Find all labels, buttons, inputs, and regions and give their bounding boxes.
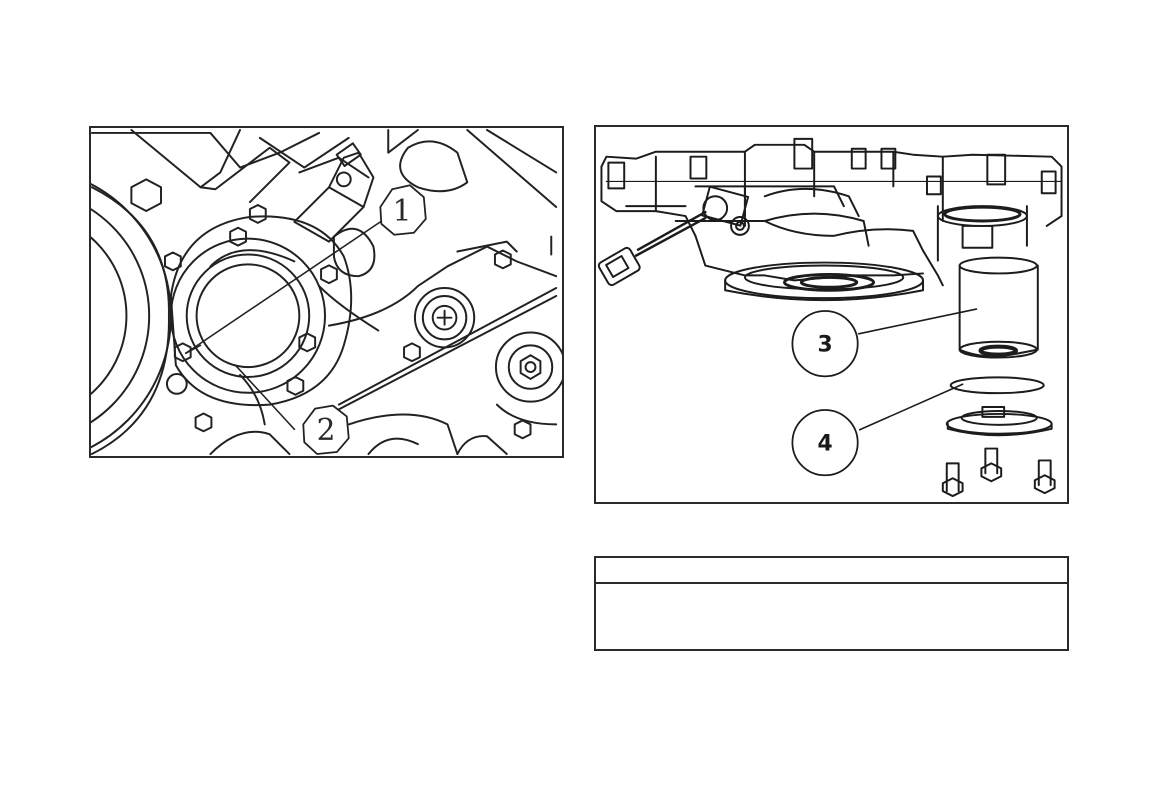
figure-left-engine-cover: 1 2 [89, 126, 564, 458]
cover-bolts-icon [941, 447, 1056, 498]
callout-4-marker: 4 [791, 409, 859, 477]
callout-2-marker: 2 [302, 404, 350, 455]
callout-3-label: 3 [817, 333, 832, 358]
note-box-header [596, 558, 1067, 584]
callout-4-label: 4 [817, 432, 832, 457]
callout-3-marker: 3 [791, 310, 859, 378]
callout-1-label: 1 [393, 193, 412, 228]
figure-right-oil-filter: 3 4 [594, 125, 1069, 504]
engine-cover-drawing: 1 2 [91, 128, 562, 456]
callout-1-marker: 1 [379, 184, 427, 236]
o-ring-icon [949, 376, 1045, 395]
note-box [594, 556, 1069, 651]
callout-2-label: 2 [317, 412, 336, 447]
oil-filter-cartridge-icon [958, 256, 1039, 359]
oil-filter-exploded-drawing: 3 4 [597, 137, 1063, 498]
sensor-connector-icon [597, 185, 750, 287]
note-box-body [596, 584, 1067, 596]
cover-bolt-icons [163, 204, 338, 433]
filter-cover-icon [945, 406, 1053, 437]
